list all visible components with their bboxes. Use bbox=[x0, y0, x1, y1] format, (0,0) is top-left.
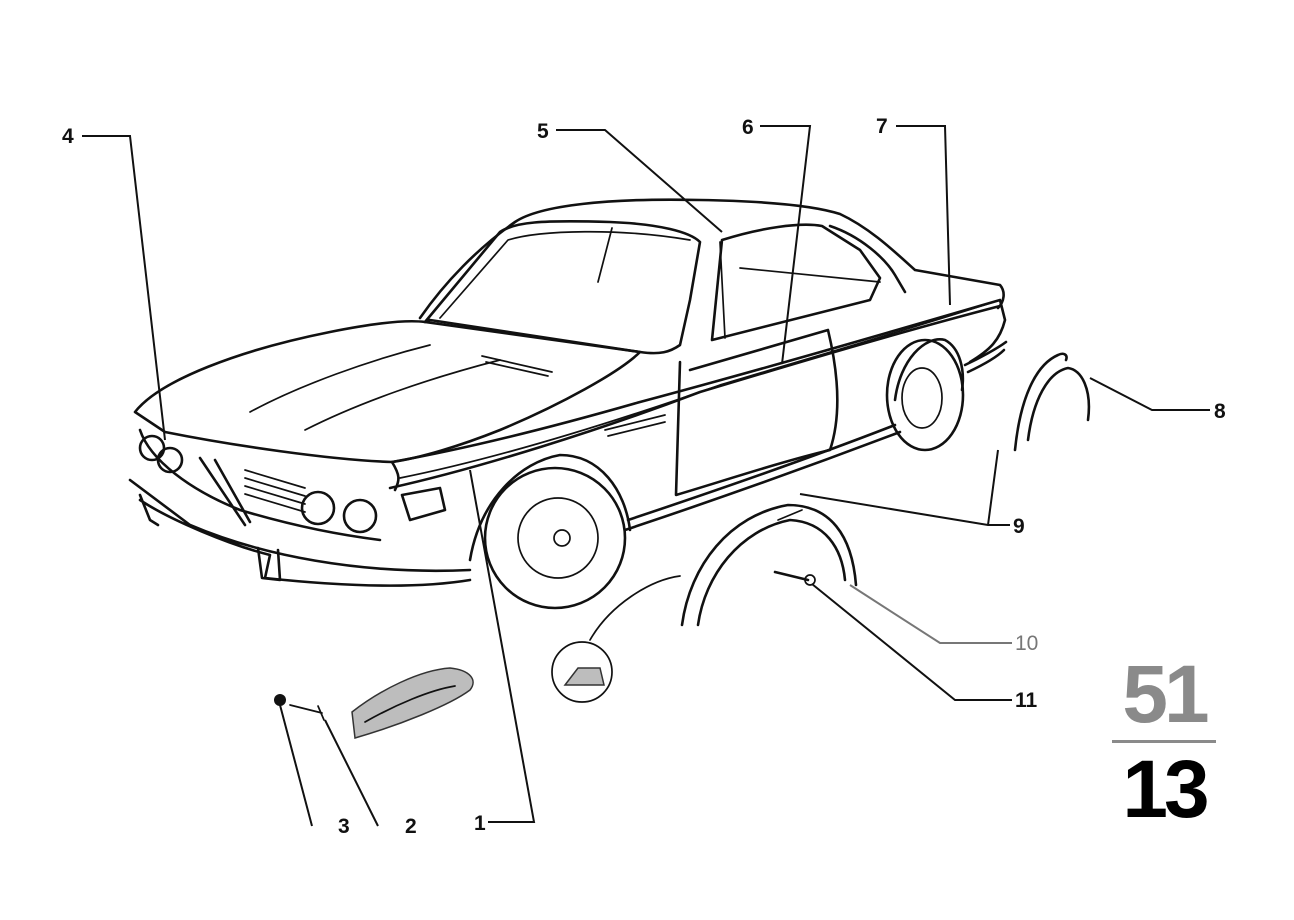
screw-part-11 bbox=[773, 570, 810, 582]
side-emblem-part bbox=[351, 667, 474, 739]
callout-11: 11 bbox=[1015, 689, 1038, 712]
plate-divider bbox=[1112, 740, 1216, 743]
car-headlight-4 bbox=[342, 498, 378, 534]
callout-10: 10 bbox=[1015, 632, 1038, 655]
car-indicator bbox=[400, 486, 447, 522]
car-rear-wheel bbox=[885, 338, 965, 452]
leader-6 bbox=[760, 125, 812, 365]
car-side-window-front bbox=[710, 223, 882, 342]
car-window-pillar bbox=[719, 241, 726, 339]
plate-subgroup-number: 13 bbox=[1122, 744, 1209, 835]
car-headlight-2 bbox=[156, 446, 184, 474]
car-bonnet bbox=[133, 320, 642, 464]
side-emblem-detail bbox=[364, 685, 456, 723]
leader-10 bbox=[849, 584, 1012, 644]
callout-labels: 1 2 3 4 5 6 7 8 9 10 11 bbox=[62, 115, 1226, 838]
car-bonnet-vents bbox=[481, 355, 553, 377]
callout-3: 3 bbox=[338, 815, 350, 838]
leader-7 bbox=[896, 125, 951, 306]
detail-clip-section bbox=[563, 667, 605, 686]
car-front-fender bbox=[390, 460, 400, 492]
rear-arch-trim-2 bbox=[1026, 366, 1091, 442]
callout-1: 1 bbox=[474, 812, 486, 835]
car-front-wheel-arch bbox=[468, 453, 632, 562]
car-grille-bars bbox=[244, 469, 306, 513]
car-bumper-guard bbox=[256, 546, 282, 582]
clip-part-3 bbox=[274, 694, 286, 706]
car-windshield bbox=[423, 220, 702, 355]
callout-5: 5 bbox=[537, 120, 549, 143]
car-front-hub-center bbox=[553, 529, 571, 547]
group-plate: 51 13 bbox=[1112, 652, 1216, 833]
leader-2 bbox=[324, 719, 379, 827]
car-front-wheel bbox=[483, 466, 627, 610]
car-headlight-1 bbox=[138, 434, 166, 462]
car-front-grille bbox=[138, 428, 382, 542]
car-front-hub bbox=[517, 497, 599, 579]
car-bonnet-crease-2 bbox=[304, 359, 501, 431]
car-belt-line bbox=[399, 299, 1001, 479]
car-rear-hub bbox=[901, 367, 943, 429]
car-side-window-rear bbox=[828, 224, 907, 294]
car-window-line bbox=[739, 267, 881, 283]
car-rear-bumper bbox=[963, 340, 1008, 374]
rear-arch-trim-1 bbox=[1013, 352, 1068, 452]
leader-4 bbox=[82, 135, 166, 441]
car-headlight-3 bbox=[300, 490, 336, 526]
leader-9 bbox=[799, 449, 1010, 526]
car-front-bumper bbox=[128, 478, 472, 587]
leader-3 bbox=[279, 704, 313, 827]
callout-7: 7 bbox=[876, 115, 888, 138]
car-rear-wheel-arch bbox=[893, 338, 965, 402]
car-wiper bbox=[597, 227, 613, 283]
callout-9: 9 bbox=[1013, 515, 1025, 538]
callout-6: 6 bbox=[742, 116, 754, 139]
callout-4: 4 bbox=[62, 125, 74, 148]
callout-8: 8 bbox=[1214, 400, 1226, 423]
plate-group-number: 51 bbox=[1122, 649, 1209, 740]
loose-parts bbox=[274, 352, 1091, 739]
car-windshield-inner bbox=[439, 230, 691, 319]
leader-11 bbox=[811, 583, 1012, 701]
car-roof-outline bbox=[418, 198, 1005, 320]
front-arch-clip bbox=[777, 509, 803, 521]
detail-magnifier bbox=[551, 641, 613, 703]
front-arch-trim-outer bbox=[680, 503, 858, 627]
leader-5 bbox=[556, 129, 723, 233]
leader-1 bbox=[469, 469, 536, 823]
car-side-profile bbox=[390, 298, 1007, 464]
leader-8 bbox=[1089, 377, 1210, 411]
leader-lines bbox=[82, 125, 1210, 827]
detail-pointer bbox=[589, 575, 681, 641]
car-door-handle bbox=[604, 414, 666, 437]
car-bonnet-crease-1 bbox=[249, 344, 431, 413]
front-arch-trim-inner bbox=[696, 518, 847, 627]
screw-part-2 bbox=[289, 704, 325, 721]
car-side-stripe bbox=[388, 304, 1002, 490]
car-illustration bbox=[128, 198, 1008, 610]
callout-2: 2 bbox=[405, 815, 417, 838]
screw-part-11-head bbox=[804, 574, 816, 586]
car-sill bbox=[623, 423, 902, 532]
